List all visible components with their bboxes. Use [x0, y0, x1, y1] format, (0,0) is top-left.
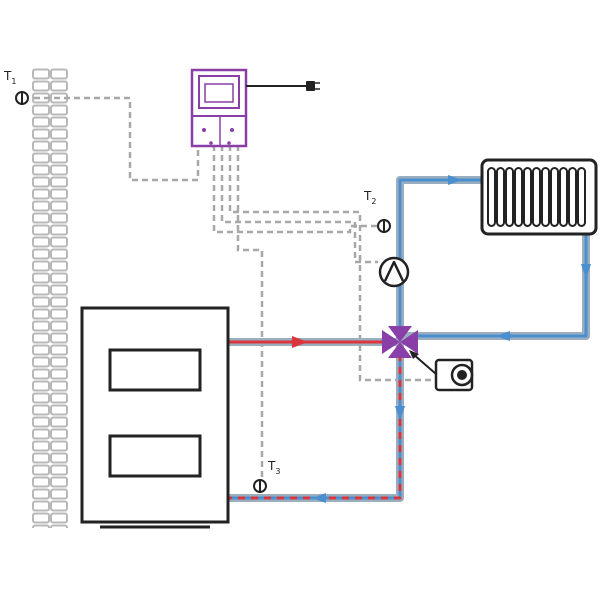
wire-t3 [236, 145, 264, 480]
sensor-label-t2: T2 [363, 189, 376, 206]
wire-valve [228, 145, 436, 382]
sensor-label-t3: T3 [267, 459, 280, 476]
boiler-icon [80, 306, 230, 529]
radiator-return-pipe [412, 200, 588, 338]
wire-t2 [212, 145, 382, 234]
valve-actuator-icon [409, 350, 474, 392]
control-wiring [34, 96, 436, 480]
arrow-riser-top [448, 175, 462, 185]
three-way-valve-icon [382, 326, 418, 358]
sensor-labels: T1 T2 T3 [3, 69, 376, 476]
brick-wall-icon [32, 68, 68, 528]
arrow-valve-down [395, 406, 405, 420]
circulation-pump-icon [378, 256, 410, 288]
riser-pipe [398, 178, 482, 330]
power-plug-icon [246, 81, 320, 91]
boiler-return-pipe-blue [228, 354, 402, 500]
arrow-return-left [496, 331, 510, 341]
controller-unit-icon [190, 68, 248, 148]
arrow-supply [292, 336, 308, 348]
radiator-icon [480, 158, 598, 236]
boiler-return-pipe-red [228, 354, 402, 500]
sensor-t1 [15, 91, 29, 105]
flow-arrows [292, 175, 591, 503]
sensor-t2 [377, 219, 391, 233]
sensor-label-t1: T1 [3, 69, 16, 86]
wire-pump [220, 145, 378, 264]
arrow-radiator-down [581, 264, 591, 278]
wire-t1 [34, 96, 200, 182]
pipe-flow [228, 178, 588, 500]
arrow-bottom-left [312, 493, 326, 503]
temperature-sensor-icon [15, 91, 391, 493]
sensor-t3 [253, 479, 267, 493]
